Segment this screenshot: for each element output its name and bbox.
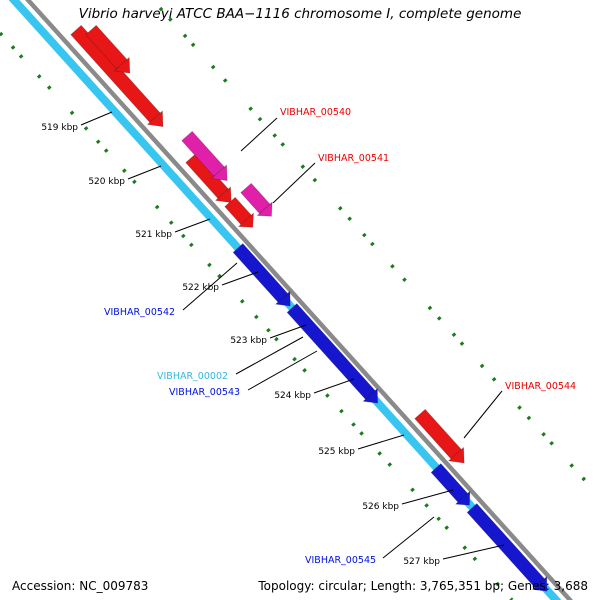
tick-label: 524 kbp [274,391,311,401]
label-pointer-line [272,162,316,204]
orf-dot-tracks [0,6,600,600]
gene-label-text: VIBHAR_00543 [169,387,240,398]
gene-arrowhead [210,164,228,181]
tick-label: 521 kbp [135,230,172,240]
gene-arrow-vibhar-00545[interactable] [429,462,477,512]
gene-arrowhead [362,387,379,404]
ruler-tick-520: 520 kbp [88,165,162,187]
gene-arrow-vibhar-00544[interactable] [413,407,472,469]
gene-arrow-red-2[interactable] [84,23,138,79]
status-bar: Accession: NC_009783 Topology: circular;… [0,579,600,593]
gene-body [466,503,545,588]
label-pointer-line [463,390,503,439]
gene-arrowhead [447,446,465,464]
gene-arrow-vibhar-00542[interactable] [231,242,297,313]
gene-label-vibhar-00543[interactable]: VIBHAR_00543 [169,350,318,398]
gene-label-text: VIBHAR_00541 [318,153,389,164]
tick-label: 525 kbp [318,447,355,457]
label-pointer-line [382,516,435,559]
label-pointer-line [182,262,238,311]
accession-text: Accession: NC_009783 [12,579,149,593]
gene-arrow-vibhar-00541[interactable] [239,181,279,223]
gene-label-vibhar-00545[interactable]: VIBHAR_00545 [305,516,435,566]
gene-label-vibhar-00544[interactable]: VIBHAR_00544 [463,381,576,439]
gene-label-vibhar-00541[interactable]: VIBHAR_00541 [272,153,389,204]
gene-arrow-vibhar-00543[interactable] [285,302,385,410]
gene-arrowhead [274,290,291,307]
tick-line [221,271,259,286]
tick-label: 527 kbp [403,557,440,567]
ruler-tick-527: 527 kbp [403,544,505,567]
tick-line [80,111,113,126]
tick-label: 523 kbp [230,336,267,346]
ruler-tick-522: 522 kbp [182,271,259,293]
map-title: Vibrio harveyi ATCC BAA−1116 chromosome … [78,6,522,22]
backbone-track [25,0,573,600]
tick-line [357,434,405,450]
gene-label-text: VIBHAR_00540 [280,107,351,118]
ruler-tick-525: 525 kbp [318,434,405,457]
orf-dot-track-inner [0,31,514,600]
gene-label-text: VIBHAR_00544 [505,381,576,392]
label-pointer-line [247,350,318,391]
gene-label-text: VIBHAR_00002 [157,371,228,382]
ruler-tick-521: 521 kbp [135,218,211,240]
gene-arrowhead [256,201,273,217]
tick-label: 522 kbp [182,283,219,293]
tick-line [442,544,505,560]
gene-arrowhead [113,56,131,74]
gene-arrowhead [237,212,254,228]
label-pointer-line [235,336,304,375]
gene-label-vibhar-00540[interactable]: VIBHAR_00540 [240,107,351,152]
gene-arrow-blue-4[interactable] [465,502,554,598]
genome-info-text: Topology: circular; Length: 3,765,351 bp… [258,579,588,593]
orf-dot-track-outer [158,6,600,499]
ruler-tick-523: 523 kbp [230,324,307,346]
gene-label-text: VIBHAR_00545 [305,555,376,566]
tick-line [174,218,211,233]
tick-label: 520 kbp [88,177,125,187]
tick-line [127,165,162,180]
label-pointer-line [240,117,278,152]
gene-label-vibhar-00002[interactable]: VIBHAR_00002 [157,336,304,382]
gene-arrow-vibhar-00540[interactable] [180,129,235,187]
tick-line [313,378,355,394]
gene-arrowhead [146,110,164,128]
gene-body [286,303,376,400]
gene-arrowhead [454,490,471,506]
gene-label-text: VIBHAR_00542 [104,307,175,318]
ruler-tick-519: 519 kbp [41,111,113,133]
gene-arrow-red-4[interactable] [223,195,261,234]
gene-body [232,243,289,303]
gene-label-vibhar-00542[interactable]: VIBHAR_00542 [104,262,238,318]
ruler-tick-524: 524 kbp [274,378,355,401]
tick-line [401,489,454,505]
tick-label: 519 kbp [41,123,78,133]
tick-line [269,324,307,339]
tick-label: 526 kbp [362,502,399,512]
gene-arrowhead [214,186,232,203]
ruler-tick-526: 526 kbp [362,489,454,512]
gene-arrowhead [531,575,548,592]
